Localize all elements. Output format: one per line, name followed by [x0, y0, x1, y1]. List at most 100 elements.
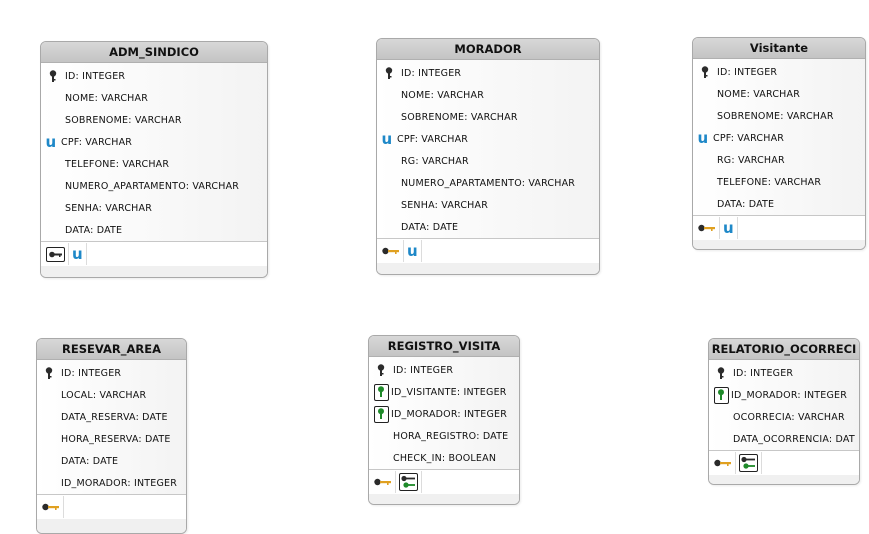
unique-icon: u — [381, 129, 393, 148]
field-row[interactable]: SOBRENOME: VARCHAR — [693, 105, 865, 127]
field-row[interactable]: NUMERO_APARTAMENTO: VARCHAR — [377, 172, 599, 194]
foreign-key-icon — [373, 383, 389, 401]
entity-footer — [37, 495, 186, 519]
field-row[interactable]: SENHA: VARCHAR — [41, 197, 267, 219]
field-row[interactable]: u CPF: VARCHAR — [41, 131, 267, 153]
entity-footer: u — [41, 242, 267, 266]
foreign-key-index-icon[interactable] — [736, 452, 762, 474]
field-row[interactable]: ID: INTEGER — [369, 359, 519, 381]
primary-key-index-icon[interactable] — [711, 452, 736, 474]
field-row[interactable]: OCORRECIA: VARCHAR — [709, 406, 859, 428]
field-label: TELEFONE: VARCHAR — [717, 176, 822, 188]
foreign-key-index-icon[interactable] — [396, 471, 422, 493]
field-row[interactable]: ID: INTEGER — [693, 61, 865, 83]
field-label: CHECK_IN: BOOLEAN — [393, 452, 497, 464]
field-row[interactable]: DATA: DATE — [37, 450, 186, 472]
key-icon — [45, 69, 61, 83]
field-label: SENHA: VARCHAR — [401, 199, 489, 211]
field-row[interactable]: NOME: VARCHAR — [41, 87, 267, 109]
foreign-key-icon — [713, 386, 729, 404]
field-label: ID_MORADOR: INTEGER — [731, 389, 848, 401]
field-row[interactable]: HORA_RESERVA: DATE — [37, 428, 186, 450]
field-row[interactable]: ID_MORADOR: INTEGER — [369, 403, 519, 425]
field-label: HORA_REGISTRO: DATE — [393, 430, 509, 442]
field-row[interactable]: SENHA: VARCHAR — [377, 194, 599, 216]
primary-key-index-icon[interactable] — [371, 471, 396, 493]
field-row[interactable]: ID_MORADOR: INTEGER — [709, 384, 859, 406]
field-label: ID: INTEGER — [65, 70, 126, 82]
entity-resevar-area[interactable]: RESEVAR_AREA ID: INTEGER LOCAL: VARCHAR … — [36, 338, 187, 534]
field-row[interactable]: RG: VARCHAR — [377, 150, 599, 172]
field-row[interactable]: TELEFONE: VARCHAR — [693, 171, 865, 193]
primary-key-index-icon[interactable] — [379, 240, 404, 262]
field-row[interactable]: HORA_REGISTRO: DATE — [369, 425, 519, 447]
field-row[interactable]: SOBRENOME: VARCHAR — [377, 106, 599, 128]
unique-index-icon[interactable]: u — [720, 217, 738, 239]
unique-icon: u — [697, 128, 709, 147]
field-label: SOBRENOME: VARCHAR — [717, 110, 834, 122]
field-label: HORA_RESERVA: DATE — [61, 433, 171, 445]
entity-fields: ID: INTEGER NOME: VARCHAR SOBRENOME: VAR… — [693, 59, 865, 216]
field-label: DATA: DATE — [717, 198, 775, 210]
field-row[interactable]: NOME: VARCHAR — [693, 83, 865, 105]
entity-bottom — [37, 519, 186, 533]
field-label: ID: INTEGER — [717, 66, 778, 78]
primary-key-index-icon[interactable] — [39, 496, 64, 518]
entity-bottom — [377, 263, 599, 274]
entity-morador[interactable]: MORADOR ID: INTEGER NOME: VARCHAR SOBREN… — [376, 38, 600, 275]
field-row[interactable]: TELEFONE: VARCHAR — [41, 153, 267, 175]
field-label: SOBRENOME: VARCHAR — [401, 111, 518, 123]
unique-index-icon[interactable]: u — [404, 240, 422, 262]
unique-index-icon[interactable]: u — [69, 243, 87, 265]
entity-title: RESEVAR_AREA — [37, 339, 186, 360]
field-label: DATA: DATE — [61, 455, 119, 467]
field-row[interactable]: ID: INTEGER — [709, 362, 859, 384]
entity-bottom — [41, 266, 267, 277]
entity-fields: ID: INTEGER ID_MORADOR: INTEGER OCORRECI… — [709, 360, 859, 451]
key-icon — [41, 366, 57, 380]
field-label: ID: INTEGER — [401, 67, 462, 79]
field-row[interactable]: DATA: DATE — [41, 219, 267, 241]
field-row[interactable]: ID: INTEGER — [377, 62, 599, 84]
entity-visitante[interactable]: Visitante ID: INTEGER NOME: VARCHAR SOBR… — [692, 37, 866, 250]
entity-title: Visitante — [693, 38, 865, 59]
field-row[interactable]: LOCAL: VARCHAR — [37, 384, 186, 406]
entity-bottom — [369, 494, 519, 504]
key-icon — [373, 363, 389, 377]
entity-fields: ID: INTEGER NOME: VARCHAR SOBRENOME: VAR… — [377, 60, 599, 239]
key-icon — [713, 366, 729, 380]
field-row[interactable]: u CPF: VARCHAR — [377, 128, 599, 150]
field-label: NUMERO_APARTAMENTO: VARCHAR — [65, 180, 240, 192]
field-row[interactable]: DATA_OCORRENCIA: DAT — [709, 428, 859, 450]
field-row[interactable]: DATA_RESERVA: DATE — [37, 406, 186, 428]
field-row[interactable]: DATA: DATE — [377, 216, 599, 238]
field-label: DATA: DATE — [401, 221, 459, 233]
field-label: ID: INTEGER — [393, 364, 454, 376]
field-row[interactable]: NUMERO_APARTAMENTO: VARCHAR — [41, 175, 267, 197]
field-row[interactable]: u CPF: VARCHAR — [693, 127, 865, 149]
field-label: OCORRECIA: VARCHAR — [733, 411, 845, 423]
field-row[interactable]: CHECK_IN: BOOLEAN — [369, 447, 519, 469]
field-row[interactable]: SOBRENOME: VARCHAR — [41, 109, 267, 131]
entity-title: ADM_SINDICO — [41, 42, 267, 63]
entity-registro-visita[interactable]: REGISTRO_VISITA ID: INTEGER ID_VISITANTE… — [368, 335, 520, 505]
field-label: SENHA: VARCHAR — [65, 202, 153, 214]
field-row[interactable]: ID: INTEGER — [37, 362, 186, 384]
field-label: ID: INTEGER — [733, 367, 794, 379]
entity-adm-sindico[interactable]: ADM_SINDICO ID: INTEGER NOME: VARCHAR SO… — [40, 41, 268, 278]
field-row[interactable]: ID: INTEGER — [41, 65, 267, 87]
field-row[interactable]: NOME: VARCHAR — [377, 84, 599, 106]
entity-title: MORADOR — [377, 39, 599, 60]
field-row[interactable]: ID_MORADOR: INTEGER — [37, 472, 186, 494]
field-row[interactable]: RG: VARCHAR — [693, 149, 865, 171]
field-label: ID: INTEGER — [61, 367, 122, 379]
entity-relatorio-ocorreci[interactable]: RELATORIO_OCORRECI ID: INTEGER ID_MORADO… — [708, 338, 860, 485]
field-row[interactable]: DATA: DATE — [693, 193, 865, 215]
field-label: LOCAL: VARCHAR — [61, 389, 147, 401]
primary-key-index-icon[interactable] — [695, 217, 720, 239]
entity-bottom — [693, 240, 865, 249]
field-row[interactable]: ID_VISITANTE: INTEGER — [369, 381, 519, 403]
primary-key-index-icon[interactable] — [43, 243, 69, 265]
entity-bottom — [709, 475, 859, 484]
field-label: RG: VARCHAR — [401, 155, 469, 167]
